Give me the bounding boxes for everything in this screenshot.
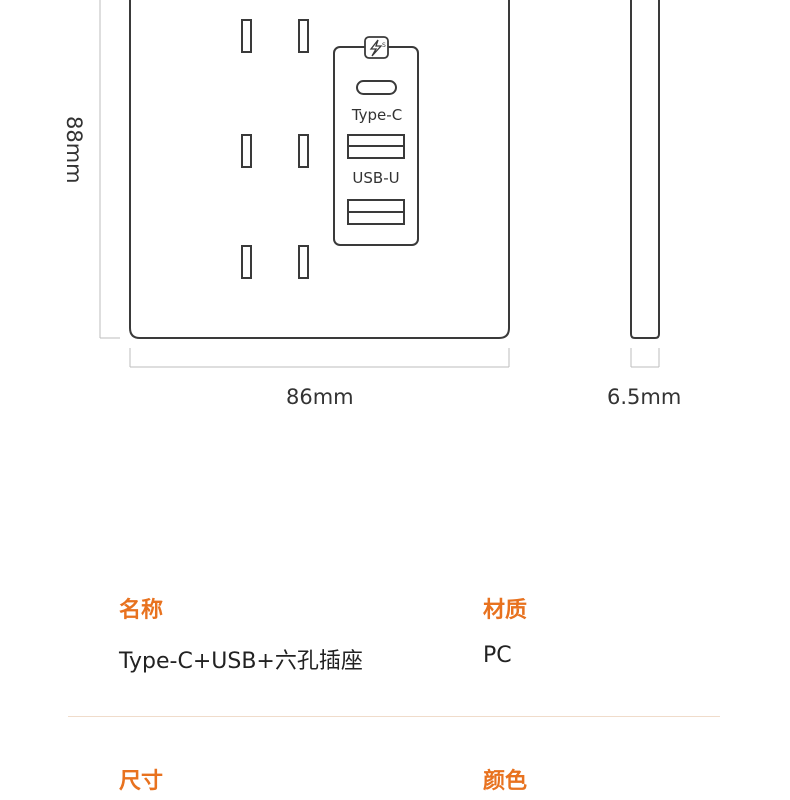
usb-a-port-upper	[347, 134, 405, 159]
spec-name-title: 名称	[119, 598, 164, 623]
spec-name-value: Type-C+USB+六孔插座	[119, 649, 363, 674]
side-profile-outline	[630, 0, 660, 339]
usb-module: S Type-C USB-U	[333, 36, 419, 246]
height-dimension-line	[99, 0, 120, 339]
svg-text:S: S	[382, 42, 386, 49]
type-c-port	[356, 80, 397, 95]
spec-material-title: 材质	[483, 598, 528, 623]
spec-material-value: PC	[483, 643, 512, 668]
socket-slots	[241, 19, 309, 279]
front-panel-outline	[129, 0, 510, 339]
width-dimension-label: 86mm	[286, 385, 354, 409]
spec-color-title: 颜色	[483, 769, 528, 794]
slot-middle-right	[298, 134, 309, 168]
usb-a-port-lower	[347, 199, 405, 225]
depth-dimension-line	[630, 348, 660, 368]
depth-dimension-label: 6.5mm	[607, 385, 682, 409]
slot-top-right	[298, 19, 309, 53]
spec-size-title: 尺寸	[119, 769, 164, 794]
spec-divider	[68, 716, 720, 717]
slot-middle-left	[241, 134, 252, 168]
slot-bottom-right	[298, 245, 309, 279]
slot-top-left	[241, 19, 252, 53]
width-dimension-line	[129, 348, 510, 368]
type-c-label: Type-C	[351, 106, 402, 124]
lightning-s-icon: S	[364, 36, 389, 59]
socket-diagram: S Type-C USB-U	[99, 0, 660, 368]
usb-u-label: USB-U	[352, 169, 399, 187]
slot-bottom-left	[241, 245, 252, 279]
height-dimension-label: 88mm	[62, 116, 86, 184]
